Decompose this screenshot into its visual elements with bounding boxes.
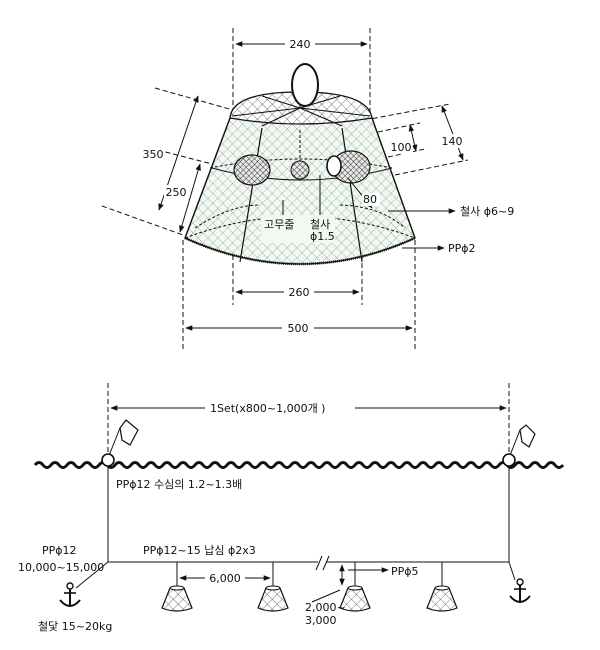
label-bg [261, 215, 335, 243]
trap-dimensions: 240 350 250 140 100 80 고무줄 철사 ϕ1.5 철사 ϕ6… [141, 36, 514, 335]
buoy-right [502, 424, 536, 467]
branch-length-label-1: 2,000~ [305, 601, 346, 614]
label-bg [362, 193, 380, 206]
rubber-band-label: 고무줄 [264, 218, 294, 231]
frame-wire-label: 철사 ϕ6~9 [460, 205, 514, 218]
dim-line-140 [441, 105, 464, 161]
trap-drawing [101, 28, 469, 352]
anchor-line-label-1: PPϕ12 [42, 544, 77, 557]
set-label: 1Set(x800~1,000개 ) [210, 402, 325, 415]
ext-line [364, 103, 451, 121]
dim-line-100 [408, 124, 418, 152]
pp2-label: PPϕ2 [448, 242, 476, 255]
trap-handle [291, 63, 319, 107]
frame-rib [341, 127, 363, 263]
anchor-line-left [75, 561, 109, 589]
ext-line [394, 159, 469, 176]
label-bg [164, 185, 188, 199]
float-icon [101, 453, 115, 467]
rubber-band [194, 204, 261, 229]
label-bg [205, 400, 355, 415]
small-trap-icon [426, 587, 458, 612]
anchor-weight-label: 철닻 15~20kg [38, 620, 112, 633]
label-bg [282, 321, 314, 335]
anchor-icon [59, 582, 81, 607]
break-mark [322, 555, 330, 571]
label-bg [284, 285, 314, 299]
mid-ring [211, 167, 393, 181]
flag-icon [519, 424, 536, 448]
dim-line-side [179, 163, 201, 233]
flag-icon [119, 419, 139, 446]
rubber-band [339, 204, 406, 229]
small-trap-icon [161, 587, 193, 612]
rig-drawing: 1Set(x800~1,000개 ) [18, 383, 565, 633]
anchor-line-label-2: 10,000~15,000 [18, 561, 104, 574]
main-line-label: PPϕ12~15 납심 ϕ2x3 [143, 544, 256, 557]
dim-140-label: 140 [442, 135, 463, 148]
anchor-icon [509, 578, 531, 603]
dim-side-label: 250 [166, 186, 187, 199]
float-line-label: PPϕ12 수심의 1.2~1.3배 [116, 478, 242, 491]
spacing-label: 6,000 [209, 572, 241, 585]
branch-length-label-2: 3,000 [305, 614, 337, 627]
frame-rib [239, 127, 263, 263]
entrance-ring [326, 155, 342, 177]
anchor-line-right [508, 561, 516, 581]
dim-100-label: 100 [391, 141, 412, 154]
frame-rib [371, 117, 416, 239]
entrance-funnel-left [233, 154, 271, 186]
break-mark [315, 555, 323, 571]
dim-slant-label: 350 [143, 148, 164, 161]
sea-surface [33, 461, 565, 469]
bottom-frame [184, 236, 416, 266]
dim-top-label: 240 [290, 38, 311, 51]
dim-bottom-inner-label: 260 [289, 286, 310, 299]
leader-branch-len [311, 589, 341, 603]
branch-line-label: PPϕ5 [391, 565, 419, 578]
bait-bag [290, 160, 310, 180]
ext-line [154, 87, 241, 113]
label-bg [389, 140, 413, 154]
dim-bottom-label: 500 [288, 322, 309, 335]
dim-80-label: 80 [363, 193, 377, 206]
ext-line [377, 122, 421, 133]
float-icon [502, 453, 516, 467]
buoy-left [101, 419, 139, 467]
small-trap-icon [339, 587, 371, 612]
label-bg [205, 571, 245, 585]
wire-size-label: ϕ1.5 [310, 230, 335, 243]
wire-label: 철사 [310, 218, 330, 231]
label-bg [141, 147, 165, 161]
label-bg [440, 134, 464, 148]
ext-line [101, 205, 184, 236]
small-trap-icon [257, 587, 289, 612]
trap-caps [169, 585, 450, 591]
label-bg [285, 36, 315, 50]
